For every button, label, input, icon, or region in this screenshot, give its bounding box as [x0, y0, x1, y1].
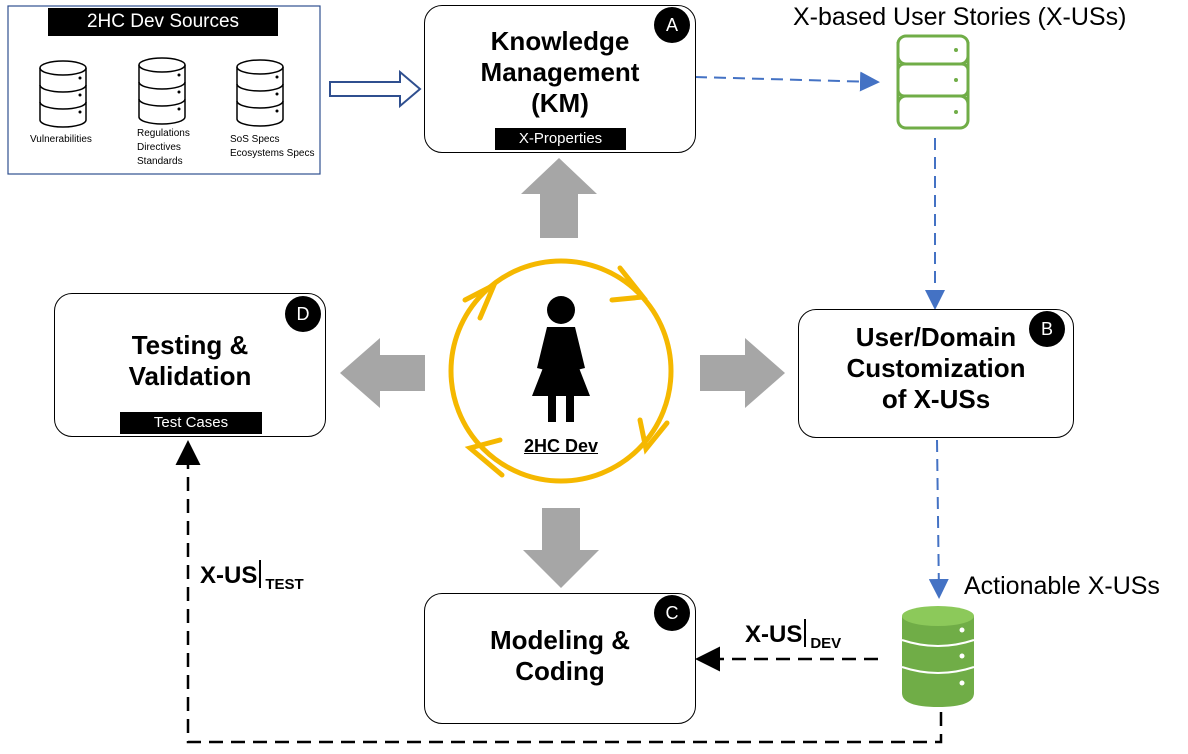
- customization-title: User/Domain Customization of X-USs: [846, 322, 1026, 414]
- modeling-node: Modeling & Coding: [424, 593, 696, 724]
- actionable-to-testing-flow: [175, 440, 943, 744]
- actionable-label: Actionable X-USs: [964, 572, 1160, 600]
- specs-db-icon: [236, 59, 284, 127]
- xus-dev-main: X-US: [745, 621, 803, 648]
- arrow-up-to-km: [521, 158, 597, 238]
- testing-badge: D: [285, 296, 321, 332]
- source-label-specs: SoS Specs Ecosystems Specs: [230, 134, 315, 159]
- xus-test-sub: TEST: [265, 576, 304, 593]
- xus-test-bar: [259, 560, 262, 588]
- xus-dev-bar: [804, 619, 807, 647]
- xus-test-label: X-US TEST: [200, 560, 304, 599]
- testing-tag: Test Cases: [120, 412, 262, 434]
- customization-badge: B: [1029, 311, 1065, 347]
- km-title: Knowledge Management (KM): [480, 26, 640, 118]
- xus-dev-sub: DEV: [810, 635, 842, 652]
- user-stories-db-icon: [896, 34, 970, 130]
- km-to-user-stories-flow: [694, 71, 880, 92]
- customization-node: User/Domain Customization of X-USs: [798, 309, 1074, 438]
- arrow-right-to-customization: [700, 338, 785, 408]
- cycle-arrowheads: [462, 265, 670, 478]
- customization-to-actionable-flow: [928, 439, 949, 599]
- arrow-down-to-modeling: [523, 508, 599, 588]
- modeling-badge: C: [654, 595, 690, 631]
- km-node: Knowledge Management (KM) X-Properties: [424, 5, 696, 153]
- testing-node: Testing & Validation Test Cases: [54, 293, 326, 437]
- source-label-regulations: Regulations Directives Standards: [137, 128, 190, 167]
- center-label: 2HC Dev: [523, 436, 599, 456]
- dev-cycle-ring: [448, 258, 674, 484]
- km-tag: X-Properties: [495, 128, 626, 150]
- km-badge: A: [654, 7, 690, 43]
- user-stories-label: X-based User Stories (X-USs): [793, 3, 1127, 31]
- regulations-db-icon: [138, 57, 186, 125]
- sources-title: 2HC Dev Sources: [48, 8, 278, 36]
- source-label-vulnerabilities: Vulnerabilities: [30, 134, 92, 145]
- xus-test-main: X-US: [200, 562, 258, 589]
- arrow-left-to-testing: [340, 338, 425, 408]
- modeling-title: Modeling & Coding: [489, 625, 631, 686]
- sources-to-km-arrow: [329, 69, 422, 109]
- xus-dev-label: X-US DEV: [745, 619, 841, 658]
- developer-person-icon: [532, 296, 590, 422]
- actionable-db-icon: [901, 606, 975, 707]
- vulnerabilities-db-icon: [39, 60, 87, 128]
- testing-title: Testing & Validation: [128, 330, 252, 391]
